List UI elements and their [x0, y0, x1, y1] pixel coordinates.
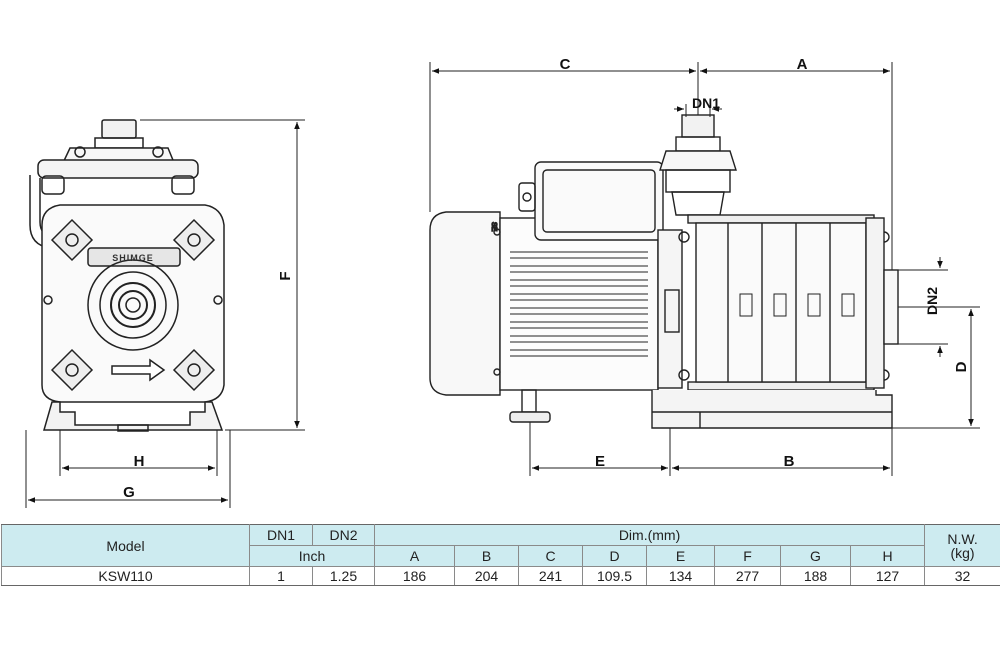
cell-dim-g: 188: [780, 566, 851, 586]
dim-header: Dim.(mm): [373, 524, 926, 546]
spec-table: Model DN1 DN2 Dim.(mm) N.W. (kg) Inch A …: [1, 524, 1000, 586]
dim-label-a: A: [797, 56, 808, 73]
dim-label-c: C: [560, 56, 571, 73]
dim-col-e: E: [646, 545, 715, 567]
cell-dn2: 1.25: [312, 566, 375, 586]
dim-label-d: D: [953, 361, 970, 372]
cell-dim-a: 186: [374, 566, 455, 586]
dim-col-c: C: [518, 545, 583, 567]
cell-dim-f: 277: [714, 566, 781, 586]
nw-header-line1: N.W.: [947, 530, 978, 547]
dim-label-b: B: [784, 453, 795, 470]
dim-label-f: F: [277, 271, 294, 280]
nw-header: N.W. (kg): [924, 524, 1000, 567]
dim-col-a: A: [374, 545, 455, 567]
cell-model: KSW110: [1, 566, 250, 586]
dim-col-g: G: [780, 545, 851, 567]
model-header: Model: [1, 524, 250, 567]
cell-dn1: 1: [249, 566, 313, 586]
cell-dim-b: 204: [454, 566, 519, 586]
nw-header-line2: (kg): [950, 544, 975, 561]
cell-dim-e: 134: [646, 566, 715, 586]
dim-label-dn1: DN1: [692, 95, 720, 111]
pump-dimension-drawing: SHIMGE F H G SE: [25, 56, 980, 508]
cell-dim-h: 127: [849, 566, 926, 586]
dim-col-d: D: [582, 545, 647, 567]
dim-label-e: E: [595, 453, 605, 470]
dim-col-b: B: [454, 545, 519, 567]
front-dimensions: [25, 119, 305, 508]
front-view: [29, 119, 225, 432]
side-dimensions: [429, 62, 980, 476]
brand-label: SHIMGE: [112, 253, 154, 263]
dim-label-g: G: [123, 484, 135, 501]
cell-dim-d: 109.5: [582, 566, 647, 586]
svg-text:SE: SE: [490, 222, 497, 232]
inch-header: Inch: [249, 545, 375, 567]
dim-label-dn2: DN2: [924, 287, 940, 315]
dim-col-f: F: [714, 545, 781, 567]
side-view: SE: [429, 114, 899, 429]
dn2-header: DN2: [312, 524, 375, 546]
cell-nw: 32: [924, 566, 1000, 586]
dim-col-h: H: [849, 545, 926, 567]
table-row: KSW110 1 1.25 186 204 241 109.5 134 277 …: [1, 566, 1000, 586]
dn1-header: DN1: [249, 524, 313, 546]
cell-dim-c: 241: [518, 566, 583, 586]
dim-label-h: H: [134, 453, 145, 470]
